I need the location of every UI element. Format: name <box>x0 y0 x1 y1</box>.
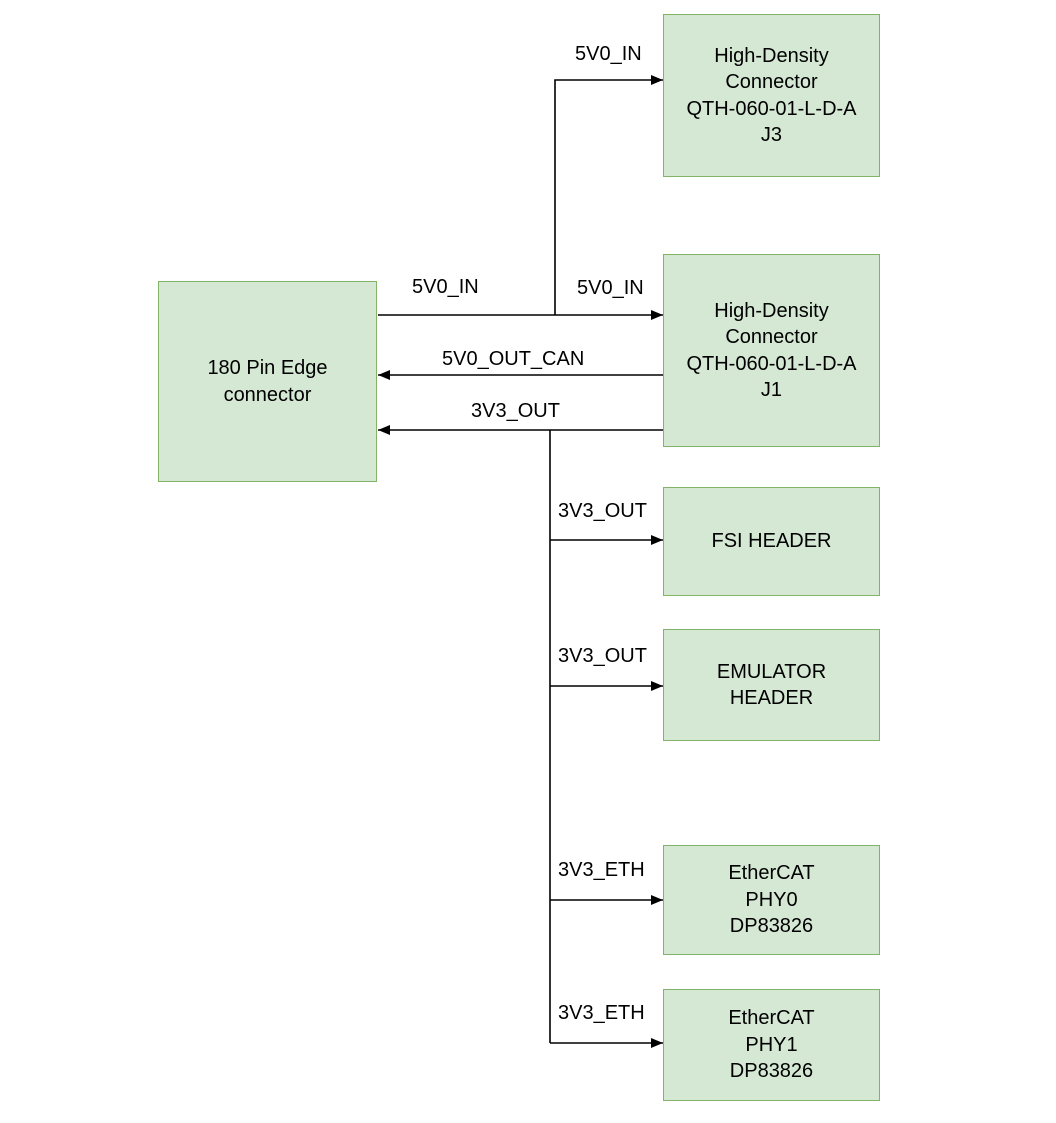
node-ethercat-phy0: EtherCAT PHY0 DP83826 <box>663 845 880 955</box>
node-high-density-connector-j1: High-Density Connector QTH-060-01-L-D-A … <box>663 254 880 447</box>
edge-label-5v0-in-to-j1: 5V0_IN <box>577 277 644 299</box>
node-emulator-header: EMULATOR HEADER <box>663 629 880 741</box>
wire-5v0-in-j3 <box>554 75 663 315</box>
edge-label-5v0-in-from-edge: 5V0_IN <box>412 276 479 298</box>
node-fsi-header-label: FSI HEADER <box>711 530 832 553</box>
edge-label-3v3-eth-to-phy1: 3V3_ETH <box>558 1002 645 1024</box>
edge-label-5v0-in-to-j3: 5V0_IN <box>575 43 642 65</box>
edge-label-3v3-out-to-emulator: 3V3_OUT <box>558 645 647 667</box>
edge-label-3v3-out-to-fsi: 3V3_OUT <box>558 500 647 522</box>
node-ethercat-phy0-label: EtherCAT PHY0 DP83826 <box>728 862 815 938</box>
node-emulator-header-label: EMULATOR HEADER <box>716 660 827 709</box>
node-edge-connector-label: 180 Pin Edge connector <box>207 357 328 406</box>
node-ethercat-phy1: EtherCAT PHY1 DP83826 <box>663 989 880 1101</box>
node-j3-label: High-Density Connector QTH-060-01-L-D-A … <box>686 44 857 146</box>
node-edge-connector: 180 Pin Edge connector <box>158 281 377 482</box>
node-fsi-header: FSI HEADER <box>663 487 880 596</box>
edge-label-5v0-out-can: 5V0_OUT_CAN <box>442 348 585 370</box>
edge-label-3v3-eth-to-phy0: 3V3_ETH <box>558 859 645 881</box>
node-ethercat-phy1-label: EtherCAT PHY1 DP83826 <box>728 1007 815 1083</box>
node-j1-label: High-Density Connector QTH-060-01-L-D-A … <box>686 299 857 401</box>
node-high-density-connector-j3: High-Density Connector QTH-060-01-L-D-A … <box>663 14 880 177</box>
edge-label-3v3-out-to-edge: 3V3_OUT <box>471 400 560 422</box>
